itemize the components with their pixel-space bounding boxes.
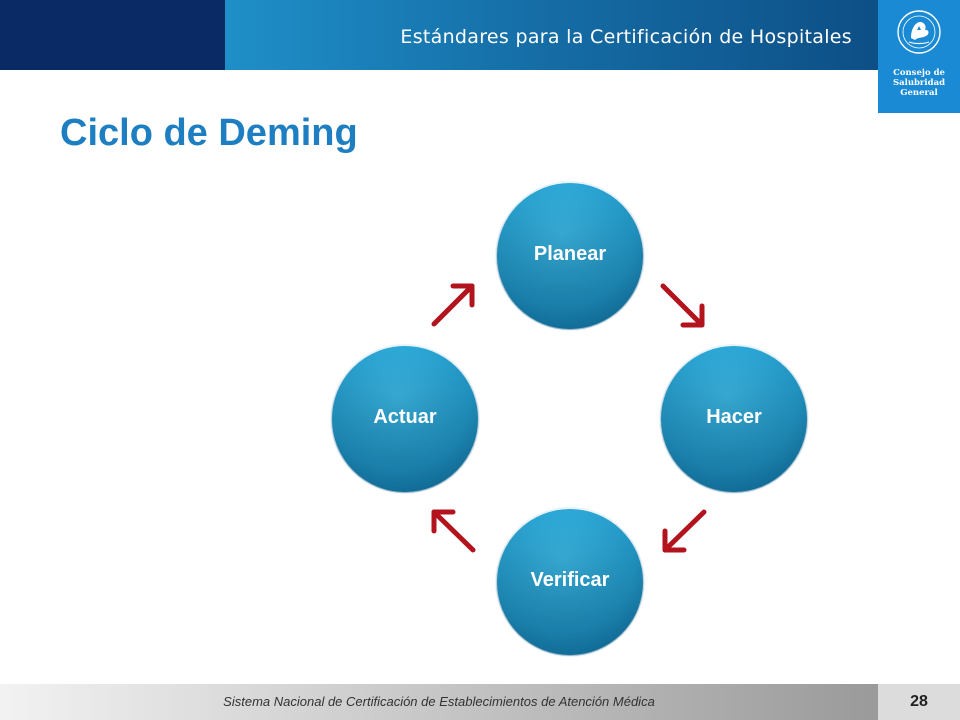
footer-text: Sistema Nacional de Certificación de Est… xyxy=(223,694,655,709)
page-number: 28 xyxy=(878,684,960,720)
header-title: Estándares para la Certificación de Hosp… xyxy=(400,26,852,48)
node-label-actuar: Actuar xyxy=(373,406,437,428)
node-actuar xyxy=(330,344,480,494)
logo-line: Consejo de xyxy=(893,68,945,78)
coat-of-arms-icon xyxy=(897,10,941,54)
logo-text: Consejo de Salubridad General xyxy=(878,68,960,98)
arrow-planear-to-hacer xyxy=(660,283,705,328)
footer: Sistema Nacional de Certificación de Est… xyxy=(0,684,878,720)
node-verificar xyxy=(495,507,645,657)
arrow-verificar-to-actuar xyxy=(431,509,476,553)
node-label-verificar: Verificar xyxy=(530,569,610,591)
header-bar: Estándares para la Certificación de Hosp… xyxy=(225,0,878,70)
arrow-actuar-to-planear xyxy=(431,283,475,327)
header-dark-block xyxy=(0,0,225,70)
logo: Consejo de Salubridad General xyxy=(878,0,960,113)
logo-line: General xyxy=(900,88,938,98)
node-label-hacer: Hacer xyxy=(706,406,762,428)
arrow-hacer-to-verificar xyxy=(662,509,707,553)
page-title: Ciclo de Deming xyxy=(60,112,358,154)
logo-line: Salubridad xyxy=(892,78,946,88)
node-label-planear: Planear xyxy=(533,243,607,265)
node-planear xyxy=(495,181,645,331)
node-hacer xyxy=(659,344,809,494)
